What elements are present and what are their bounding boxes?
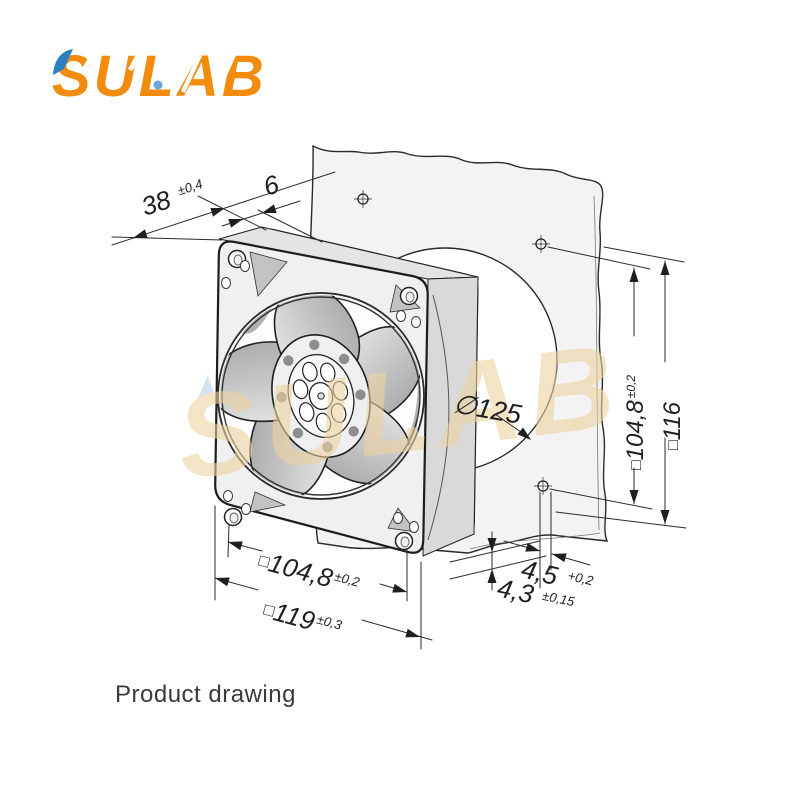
dim-bottom-outer-tol: ±0,3 (315, 612, 344, 633)
dim-depth-tol: ±0,4 (176, 176, 205, 198)
dim-bottom-outer-prefix: □ (262, 600, 277, 621)
dim-bottom-inner-tol: ±0,2 (333, 569, 362, 590)
dim-side: □104,8±0,2 □116 (547, 246, 687, 529)
fan-drawing (214, 226, 479, 557)
svg-text:4,3 ±0,15: 4,3 ±0,15 (495, 573, 578, 619)
plate-screw-hole (354, 190, 552, 495)
svg-text:□116: □116 (659, 401, 686, 450)
fan-hub (271, 334, 371, 458)
dim-bottom-inner-value: 104,8 (265, 547, 336, 593)
dim-plate-gap-tol: ±0,15 (541, 588, 577, 610)
svg-text:□104,8±0,2: □104,8±0,2 (622, 375, 649, 470)
caption-text: Product drawing (115, 681, 296, 708)
logo-blue-accent (53, 49, 73, 75)
svg-text:□119±0,3: □119±0,3 (260, 594, 345, 644)
dim-side-inner-value: 104,8 (622, 400, 649, 461)
svg-text:38 ±0,4: 38 ±0,4 (138, 173, 208, 221)
svg-text:∅125: ∅125 (451, 388, 525, 430)
dim-flange-value: 6 (260, 169, 284, 202)
dim-hole-diameter: ∅125 (451, 388, 531, 440)
logo-blue-dot (153, 80, 163, 90)
dim-plate-gap: 4,3 ±0,15 (449, 531, 578, 619)
dim-depth: 38 ±0,4 6 (111, 169, 336, 246)
brand-logo: SULAB (52, 44, 267, 109)
svg-text:□104,8±0,2: □104,8±0,2 (255, 545, 363, 601)
corner-mount-holes (221, 249, 421, 551)
svg-text:6: 6 (260, 169, 284, 202)
dim-screw-offset-tol: +0,2 (566, 568, 595, 589)
dim-bottom-outer-value: 119 (270, 596, 318, 636)
dim-plate-gap-value: 4,3 (495, 573, 537, 610)
dim-bottom-inner-prefix: □ (257, 551, 272, 572)
brand-logo-text: SULAB (52, 44, 267, 109)
dim-side-inner-prefix: □ (628, 460, 645, 470)
dim-side-outer-prefix: □ (665, 440, 682, 450)
dim-side-inner-tol: ±0,2 (624, 375, 638, 399)
dim-side-outer-value: 116 (659, 401, 686, 440)
dim-depth-value: 38 (138, 184, 175, 222)
